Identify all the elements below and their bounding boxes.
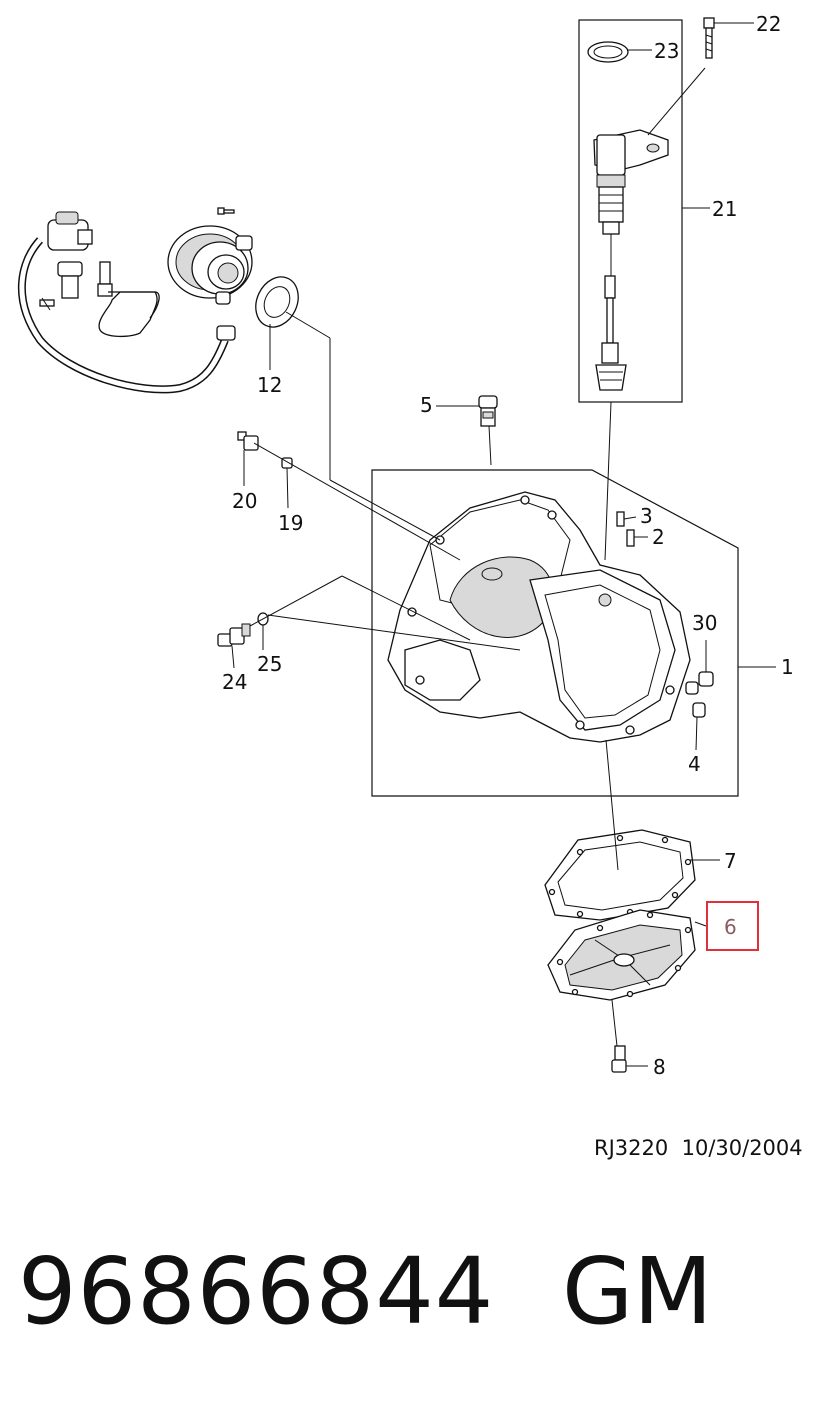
plug-4 — [692, 702, 706, 718]
callout-22: 22 — [756, 12, 781, 36]
callout-1: 1 — [781, 655, 794, 679]
subassembly-box-21 — [578, 19, 683, 403]
highlight-box — [706, 901, 759, 951]
callout-30: 30 — [692, 611, 717, 635]
exploded-parts-diagram: 22 23 21 12 5 20 19 3 2 30 1 25 24 4 7 6… — [17, 12, 794, 1079]
part-number: 96866844 — [18, 1238, 495, 1345]
callout-21: 21 — [712, 197, 737, 221]
callout-8: 8 — [653, 1055, 666, 1079]
concentric-slave-cylinder — [167, 225, 253, 305]
callout-20: 20 — [232, 489, 257, 513]
ref-date: 10/30/2004 — [681, 1136, 803, 1160]
leader-lines — [231, 22, 776, 1067]
pin-2 — [626, 529, 635, 547]
callout-23: 23 — [654, 39, 679, 63]
subassembly-box-1 — [371, 469, 739, 797]
callout-25: 25 — [257, 652, 282, 676]
sensor-20 — [237, 431, 259, 451]
bolt-22 — [703, 17, 715, 59]
callout-3: 3 — [640, 504, 653, 528]
ref-code: RJ3220 — [594, 1136, 669, 1160]
bolt-8 — [611, 1045, 627, 1073]
callout-12: 12 — [257, 373, 282, 397]
callout-24: 24 — [222, 670, 247, 694]
callout-4: 4 — [688, 752, 701, 776]
callout-19: 19 — [278, 511, 303, 535]
callout-6: 6 — [724, 915, 737, 939]
speedometer-drive-group — [578, 17, 715, 403]
brand-name: GM — [562, 1238, 713, 1345]
breather-5 — [478, 395, 498, 427]
transaxle-housing — [387, 491, 691, 743]
callout-7: 7 — [724, 849, 737, 873]
clutch-release-assembly — [17, 207, 299, 394]
o-ring-23 — [587, 41, 629, 63]
callout-2: 2 — [652, 525, 665, 549]
switch-24 — [217, 623, 251, 647]
pin-3 — [616, 511, 625, 527]
seal-12 — [255, 276, 299, 328]
speedometer-housing — [593, 129, 669, 235]
plug-30 — [698, 671, 714, 687]
callout-5: 5 — [420, 393, 433, 417]
transaxle-case-group — [371, 469, 739, 797]
oil-pan-6 — [547, 909, 696, 1001]
diagram-reference: RJ3220 10/30/2004 — [594, 1136, 803, 1160]
callout-labels: 22 23 21 12 5 20 19 3 2 30 1 25 24 4 7 6… — [222, 12, 794, 1079]
driven-gear-shaft — [595, 275, 627, 391]
gasket-7 — [544, 829, 696, 921]
